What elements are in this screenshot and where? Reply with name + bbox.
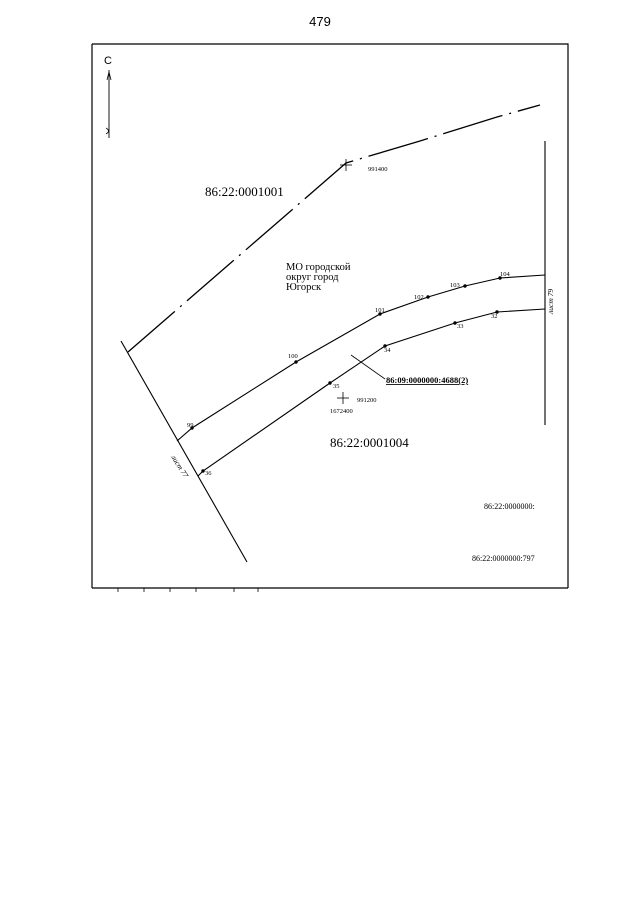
boundary-line xyxy=(127,104,541,353)
grid-cross-icon xyxy=(337,159,352,404)
point-36 xyxy=(201,469,205,473)
point-label-101: 101 xyxy=(375,307,385,314)
parcel-label-right-1: 86:22:0000000: xyxy=(484,502,535,511)
parcel-label-main: 86:09:0000000:4688(2) xyxy=(386,375,468,385)
point-label-33: 33 xyxy=(457,323,464,330)
point-103 xyxy=(463,284,467,288)
parcel-line-lower xyxy=(197,308,546,477)
north-label: С xyxy=(104,55,112,67)
north-arrow-icon xyxy=(105,70,112,138)
boundary-points xyxy=(190,276,502,473)
point-35 xyxy=(328,381,332,385)
point-32 xyxy=(495,310,499,314)
point-99 xyxy=(190,426,194,430)
point-label-32: 32 xyxy=(491,313,498,320)
sheet-77-line xyxy=(120,340,248,563)
page-number: 479 xyxy=(309,14,331,29)
point-label-35: 35 xyxy=(333,383,340,390)
point-label-99: 99 xyxy=(187,422,194,429)
point-33 xyxy=(453,321,457,325)
grid-label-991200: 991200 xyxy=(357,397,377,404)
point-101 xyxy=(378,312,382,316)
sheet-label-79: лист 79 xyxy=(546,289,555,315)
frame-ticks xyxy=(117,588,259,592)
point-label-100: 100 xyxy=(288,353,298,360)
parcel-label-right-2: 86:22:0000000:797 xyxy=(472,554,535,563)
point-label-34: 34 xyxy=(384,347,391,354)
parcel-line-upper xyxy=(176,274,546,442)
point-label-36: 36 xyxy=(205,470,212,477)
point-100 xyxy=(294,360,298,364)
municipality-line-1: МО городской xyxy=(286,262,351,273)
point-label-104: 104 xyxy=(500,271,511,278)
grid-label-991400: 991400 xyxy=(368,166,388,173)
point-102 xyxy=(426,295,430,299)
point-label-103: 103 xyxy=(450,282,460,289)
map-frame xyxy=(91,43,569,588)
leader-line xyxy=(350,354,386,380)
municipality-line-2: округ город xyxy=(286,272,339,283)
parcel-label-0001001: 86:22:0001001 xyxy=(205,184,284,199)
point-104 xyxy=(498,276,502,280)
parcel-label-0001004: 86:22:0001004 xyxy=(330,435,409,450)
grid-label-1672400: 1672400 xyxy=(330,408,353,415)
municipality-line-3: Югорск xyxy=(286,282,322,293)
point-label-102: 102 xyxy=(414,294,424,301)
point-34 xyxy=(383,344,387,348)
